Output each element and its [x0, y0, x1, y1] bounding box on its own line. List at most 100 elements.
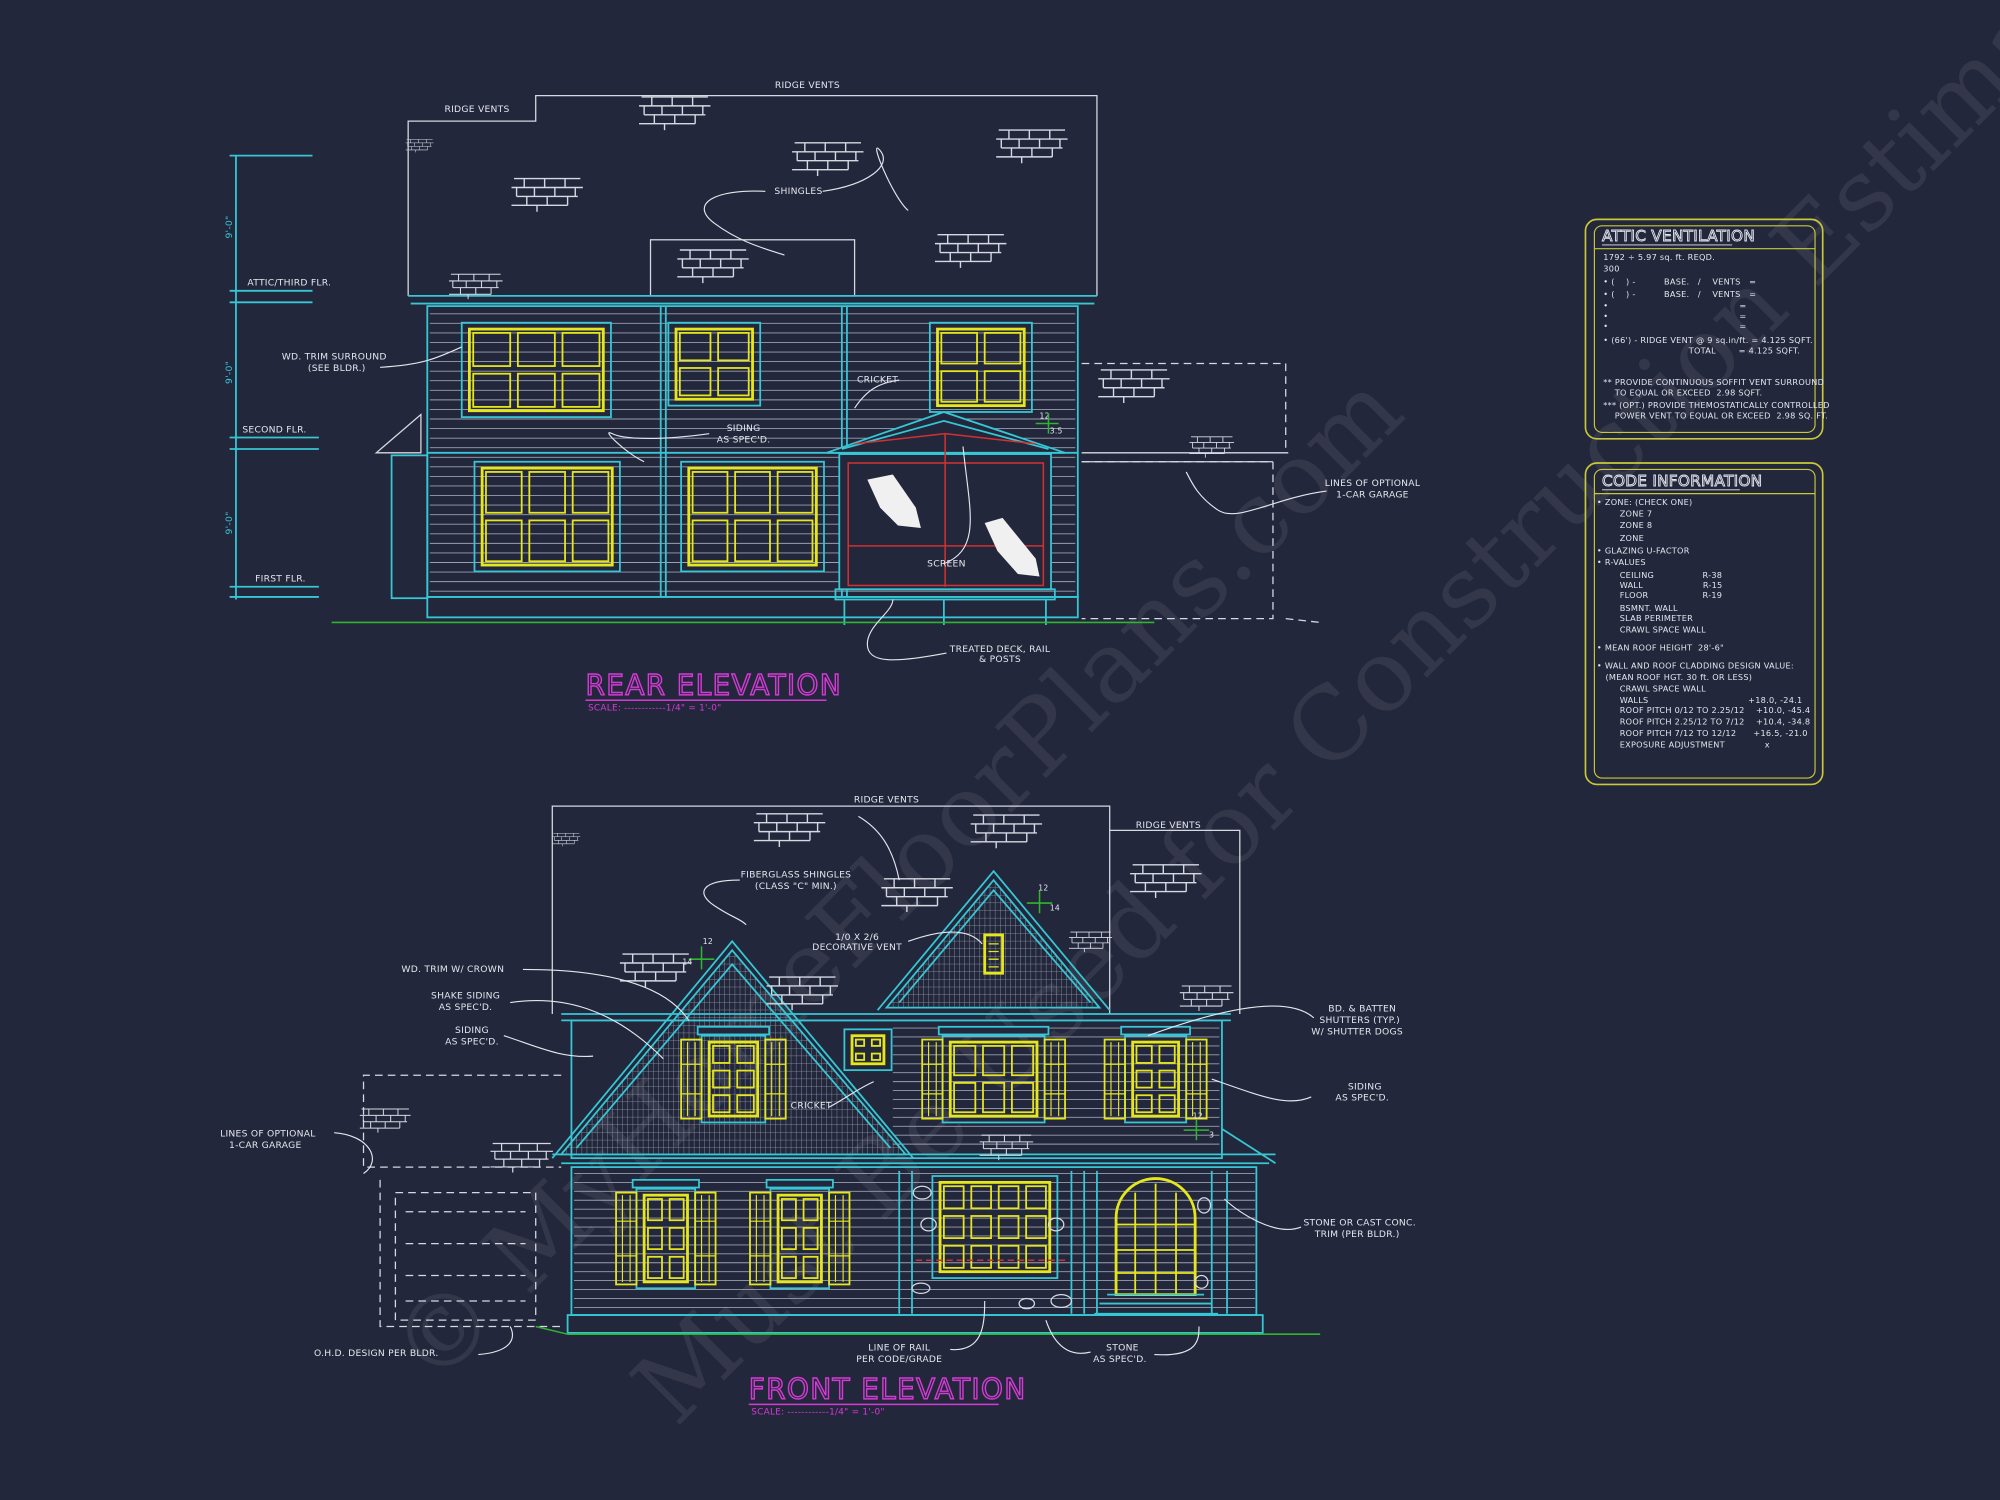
stone-label: STONE	[1106, 1343, 1139, 1354]
level-second-label: SECOND FLR.	[242, 424, 306, 435]
front-cricket-label: CRICKET	[791, 1100, 832, 1111]
shingle-symbol	[1179, 985, 1235, 1012]
shutter	[1043, 1038, 1066, 1120]
deco-vent-label-2: DECORATIVE VENT	[812, 942, 902, 953]
front-ridge-vents-right-label: RIDGE VENTS	[1136, 820, 1201, 831]
code-information-line: WALLS +18.0, -24.1	[1597, 695, 1803, 705]
rear-deck-label: TREATED DECK, RAIL	[949, 644, 1051, 655]
screen-tear-icon	[867, 474, 921, 529]
front-garage-label-2: 1-CAR GARAGE	[229, 1140, 302, 1151]
code-information-line: CEILING R-38	[1597, 570, 1722, 580]
rear-eave	[408, 295, 1097, 305]
shutter	[1185, 1038, 1208, 1120]
shingle-symbol	[1188, 436, 1235, 459]
front-entry-door	[1094, 1177, 1219, 1315]
code-information-line: BSMNT. WALL	[1597, 603, 1678, 613]
shingle-symbol	[638, 96, 712, 131]
rear-garage-roof	[1081, 452, 1289, 463]
attic-ventilation-line: • =	[1603, 311, 1746, 321]
attic-ventilation-line: • ( ) - BASE. / VENTS =	[1603, 289, 1756, 299]
shingle-symbol	[1097, 369, 1171, 404]
front-siding-left-label: SIDING	[455, 1025, 489, 1036]
rear-left-wing-roof	[374, 413, 422, 454]
front-right-gable	[876, 869, 1111, 1011]
code-information-line: ROOF PITCH 2.25/12 TO 7/12 +10.4, -34.8	[1597, 716, 1810, 726]
rear-roof-outline	[407, 95, 1098, 296]
front-porch-pitch-run: 3	[1209, 1131, 1214, 1140]
front-upper-eave	[561, 1013, 1231, 1022]
attic-ventilation-line: TO EQUAL OR EXCEED 2.98 SQFT.	[1603, 387, 1762, 397]
front-left-gable	[551, 939, 914, 1159]
rear-foundation	[426, 596, 1079, 619]
attic-ventilation-line: TOTAL = 4.125 SQFT.	[1603, 345, 1800, 355]
rear-ridge-vents-label: RIDGE VENTS	[775, 80, 840, 91]
shingle-symbol	[676, 249, 750, 284]
window	[749, 1178, 851, 1290]
attic-ventilation-line: 300	[1603, 264, 1619, 274]
level-first-label: FIRST FLR.	[255, 574, 306, 585]
front-foundation	[566, 1314, 1264, 1334]
window	[921, 1025, 1066, 1124]
attic-ventilation-line: ** PROVIDE CONTINUOUS SOFFIT VENT SURROU…	[1603, 377, 1824, 387]
shake-siding-label: SHAKE SIDING	[431, 991, 500, 1002]
front-right-pitch-run: 14	[1050, 904, 1060, 913]
rear-windows	[460, 321, 1033, 573]
siding-lines	[573, 1173, 1256, 1308]
code-information-line: • R-VALUES	[1597, 557, 1646, 567]
front-ridge-vents-label: RIDGE VENTS	[854, 794, 919, 805]
front-elevation-title: FRONT ELEVATION	[749, 1373, 1027, 1406]
code-information-line: ZONE 8	[1597, 520, 1652, 530]
leader-lines	[380, 147, 1327, 661]
shutters-label-2: SHUTTERS (TYP.)	[1319, 1015, 1400, 1026]
dim-second: 9'-0"	[224, 361, 235, 384]
shingle-symbol	[995, 129, 1069, 164]
code-information-line: ZONE 7	[1597, 509, 1652, 519]
rear-wd-trim-label-2: (SEE BLDR.)	[308, 363, 366, 374]
code-information-line: • MEAN ROOF HEIGHT 28'-6"	[1597, 643, 1724, 653]
fiberglass-shingles-label: FIBERGLASS SHINGLES	[741, 870, 852, 881]
shutter	[615, 1191, 638, 1286]
leader-lines	[334, 815, 1315, 1356]
attic-ventilation-line: • =	[1603, 321, 1746, 331]
ohd-label: O.H.D. DESIGN PER BLDR.	[314, 1348, 438, 1359]
fiberglass-shingles-label-2: (CLASS "C" MIN.)	[755, 881, 837, 892]
front-windows	[615, 1025, 1208, 1290]
code-information-line: CRAWL SPACE WALL	[1597, 683, 1706, 693]
front-grade-line	[535, 1325, 1321, 1335]
stone-label-2: AS SPEC'D.	[1093, 1354, 1147, 1365]
shutters-label-3: W/ SHUTTER DOGS	[1311, 1026, 1403, 1037]
code-information-line: EXPOSURE ADJUSTMENT x	[1597, 739, 1770, 749]
attic-ventilation-line: POWER VENT TO EQUAL OR EXCEED 2.98 SQ. F…	[1603, 410, 1828, 420]
stone-trim-label-2: TRIM (PER BLDR.)	[1314, 1229, 1400, 1240]
dim-first: 9'-0"	[224, 511, 235, 534]
code-information-line: CRAWL SPACE WALL	[1597, 625, 1706, 635]
rear-cricket-label: CRICKET	[857, 375, 898, 386]
dim-attic: 9'-0"	[224, 216, 235, 239]
shingle-symbol	[791, 142, 865, 177]
attic-ventilation-schedule: ATTIC VENTILATION 1792 ÷ 5.97 sq. ft. RE…	[1584, 218, 1829, 440]
pitch-symbols	[688, 890, 1210, 1141]
deco-vent-label: 1/0 X 2/6	[835, 932, 879, 943]
rear-pitch-run: 3.5	[1050, 427, 1063, 436]
code-information-line: (MEAN ROOF HGT. 30 ft. OR LESS)	[1597, 672, 1752, 682]
window	[667, 321, 762, 407]
attic-ventilation-line: • (66') - RIDGE VENT @ 9 sq.in/ft. = 4.1…	[1603, 335, 1813, 345]
rear-dimension-string: 9'-0" 9'-0" 9'-0" ATTIC/THIRD FLR. SECON…	[224, 154, 331, 600]
rear-wd-trim-label: WD. TRIM SURROUND	[282, 352, 387, 363]
stone-trim-label: STONE OR CAST CONC.	[1303, 1218, 1415, 1229]
window	[680, 1025, 787, 1124]
front-garage-label: LINES OF OPTIONAL	[220, 1128, 316, 1139]
code-information-line: ROOF PITCH 0/12 TO 2.25/12 +10.0, -45.4	[1597, 705, 1810, 715]
rear-left-wing-wall	[390, 454, 429, 600]
code-information-line: ZONE	[1597, 533, 1644, 543]
front-siding-left-label-2: AS SPEC'D.	[445, 1037, 499, 1048]
code-information-schedule: CODE INFORMATION • ZONE: (CHECK ONE) ZON…	[1584, 462, 1824, 786]
rear-elevation: 9'-0" 9'-0" 9'-0" ATTIC/THIRD FLR. SECON…	[224, 80, 1420, 713]
front-scale-label: SCALE: ------------1/4" = 1'-0"	[751, 1408, 885, 1418]
rear-siding-label: SIDING	[727, 423, 761, 434]
front-siding-right-label-2: AS SPEC'D.	[1335, 1093, 1389, 1104]
shutter	[1103, 1038, 1126, 1120]
front-elevation: 12 14 12 14 12 3 RIDGE VENTS RIDGE VENTS…	[220, 794, 1416, 1417]
front-porch-pitch-rise: 12	[1193, 1112, 1203, 1121]
code-information-line: • GLAZING U-FACTOR	[1597, 546, 1690, 556]
